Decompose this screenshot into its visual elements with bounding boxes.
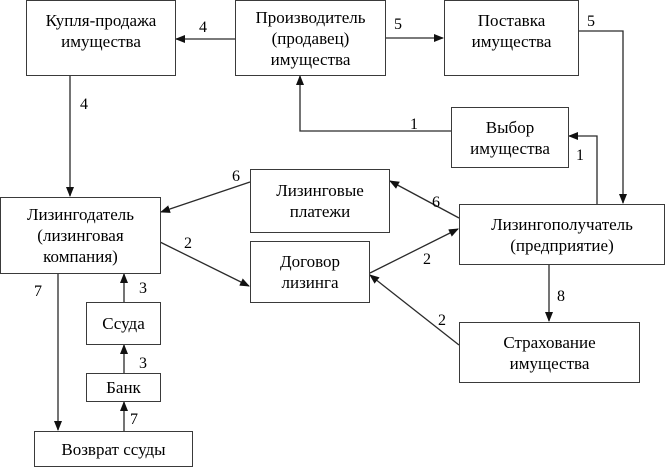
edge-label: 5 [587,13,595,30]
edge-selection-to-producer [296,75,451,132]
edge-contract-to-lessee [369,228,459,274]
edge-label: 2 [423,251,431,268]
edge-label: 2 [438,312,446,329]
node-producer: Производитель (продавец) имущества [235,0,386,76]
edge-delivery-to-lessee [578,30,627,204]
node-loan: Ссуда [86,302,161,345]
edge-label: 7 [34,283,42,300]
edge-label: 8 [557,288,565,305]
edge-lessor-to-contract [159,241,250,287]
node-lessee: Лизингополучатель (предприятие) [459,204,665,265]
node-purchase-sale: Купля-продажа имущества [26,0,176,76]
edge-label: 3 [139,355,147,372]
edge-label: 5 [394,16,402,33]
edge-label: 3 [139,280,147,297]
edge-label: 6 [232,168,240,185]
edge-label: 7 [130,411,138,428]
node-insurance: Страхование имущества [459,322,640,383]
node-selection: Выбор имущества [451,107,569,168]
node-lease-contract: Договор лизинга [250,241,370,303]
edge-label: 6 [432,194,440,211]
node-delivery: Поставка имущества [444,0,579,76]
edge-label: 1 [410,116,418,133]
edge-lessee-to-selection [568,132,598,204]
edge-label: 4 [80,96,88,113]
edge-lessee-to-payments [389,180,460,219]
edge-label: 4 [199,19,207,36]
node-lease-payments: Лизинговые платежи [250,169,390,233]
node-loan-repayment: Возврат ссуды [34,431,193,467]
edge-payments-to-lessor [160,181,251,213]
edge-label: 2 [184,235,192,252]
node-bank: Банк [86,373,161,402]
edge-label: 1 [576,147,584,164]
node-lessor: Лизингодатель (лизинговая компания) [0,197,161,274]
edge-insurance-to-contract [369,274,460,346]
